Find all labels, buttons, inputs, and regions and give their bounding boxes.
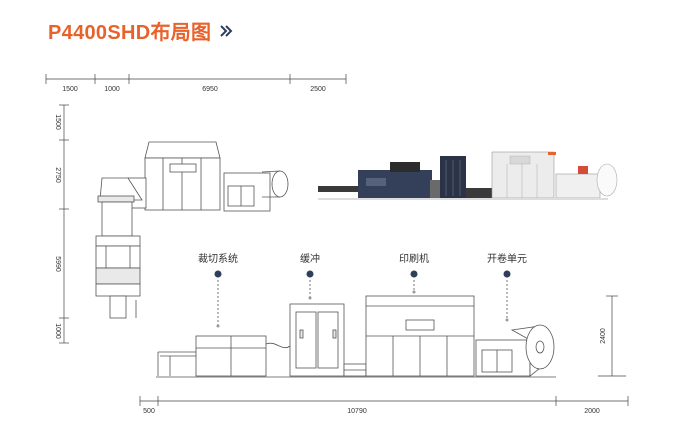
marker-dot <box>410 270 418 278</box>
dim-bottom-2: 10790 <box>347 408 367 415</box>
module-buffer-label-group: 缓冲 <box>300 252 320 300</box>
dim-bottom-3: 2000 <box>584 408 600 415</box>
dim-top-2: 1000 <box>104 86 120 93</box>
dim-height: 2400 <box>600 328 607 344</box>
marker-dot <box>503 270 511 278</box>
dim-left-4: 1000 <box>54 323 61 339</box>
dim-top-1: 1500 <box>62 86 78 93</box>
dim-left-2: 2750 <box>54 167 61 183</box>
marker-dot <box>214 270 222 278</box>
dim-bottom-1: 500 <box>143 408 155 415</box>
plan-view-drawing <box>95 141 289 319</box>
module-label-unwinder: 开卷单元 <box>487 252 527 265</box>
module-label-buffer: 缓冲 <box>300 252 320 265</box>
top-dimension-line: 1500 1000 6950 2500 <box>45 74 347 93</box>
module-printer-label-group: 印刷机 <box>399 252 429 294</box>
module-label-cutter: 裁切系统 <box>198 252 238 265</box>
marker-dot <box>306 270 314 278</box>
module-cutter-label-group: 裁切系统 <box>198 252 238 328</box>
dim-left-1: 1500 <box>54 114 61 130</box>
module-label-printer: 印刷机 <box>399 252 429 265</box>
left-dimension-line: 1500 2750 5990 1000 <box>54 104 69 344</box>
height-dimension-line: 2400 <box>598 295 626 377</box>
bottom-dimension-line: 500 10790 2000 <box>139 396 629 415</box>
dim-left-3: 5990 <box>54 256 61 272</box>
double-chevron-right-icon <box>220 24 233 37</box>
module-unwinder-label-group: 开卷单元 <box>487 252 527 322</box>
dim-top-3: 6950 <box>202 86 218 93</box>
page-title-text: P4400SHD布局图 <box>48 22 212 44</box>
side-view-drawing <box>156 295 556 378</box>
dim-top-4: 2500 <box>310 86 326 93</box>
page-title: P4400SHD布局图 <box>48 16 233 45</box>
machine-photo <box>318 151 618 200</box>
